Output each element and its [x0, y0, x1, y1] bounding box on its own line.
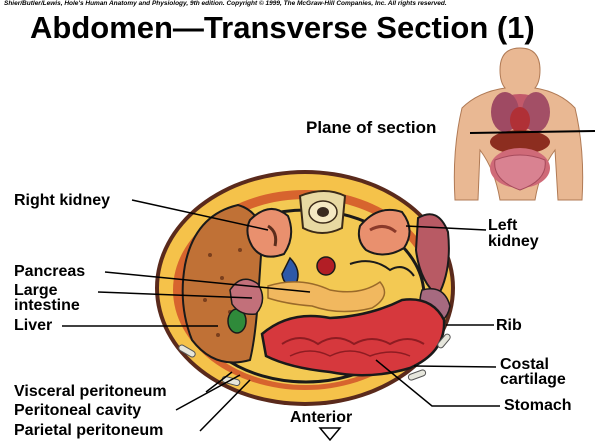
label-visceral-peritoneum: Visceral peritoneum	[14, 384, 167, 399]
label-large-intestine-2: intestine	[14, 298, 80, 313]
label-parietal-peritoneum: Parietal peritoneum	[14, 423, 163, 438]
label-left-kidney-1: Left	[488, 218, 517, 233]
label-anterior: Anterior	[290, 410, 352, 425]
transverse-section	[155, 170, 455, 406]
label-peritoneal-cavity: Peritoneal cavity	[14, 403, 141, 418]
label-rib: Rib	[496, 318, 522, 333]
label-large-intestine-1: Large	[14, 283, 58, 298]
label-left-kidney-2: kidney	[488, 234, 539, 249]
label-costal-cartilage-2: cartilage	[500, 372, 566, 387]
label-costal-cartilage-1: Costal	[500, 357, 549, 372]
torso-inset	[454, 48, 595, 200]
label-liver: Liver	[14, 318, 52, 333]
label-right-kidney: Right kidney	[14, 193, 110, 208]
label-pancreas: Pancreas	[14, 264, 85, 279]
anterior-arrow-icon	[320, 428, 340, 440]
label-plane-of-section: Plane of section	[306, 120, 436, 135]
label-stomach: Stomach	[504, 398, 572, 413]
